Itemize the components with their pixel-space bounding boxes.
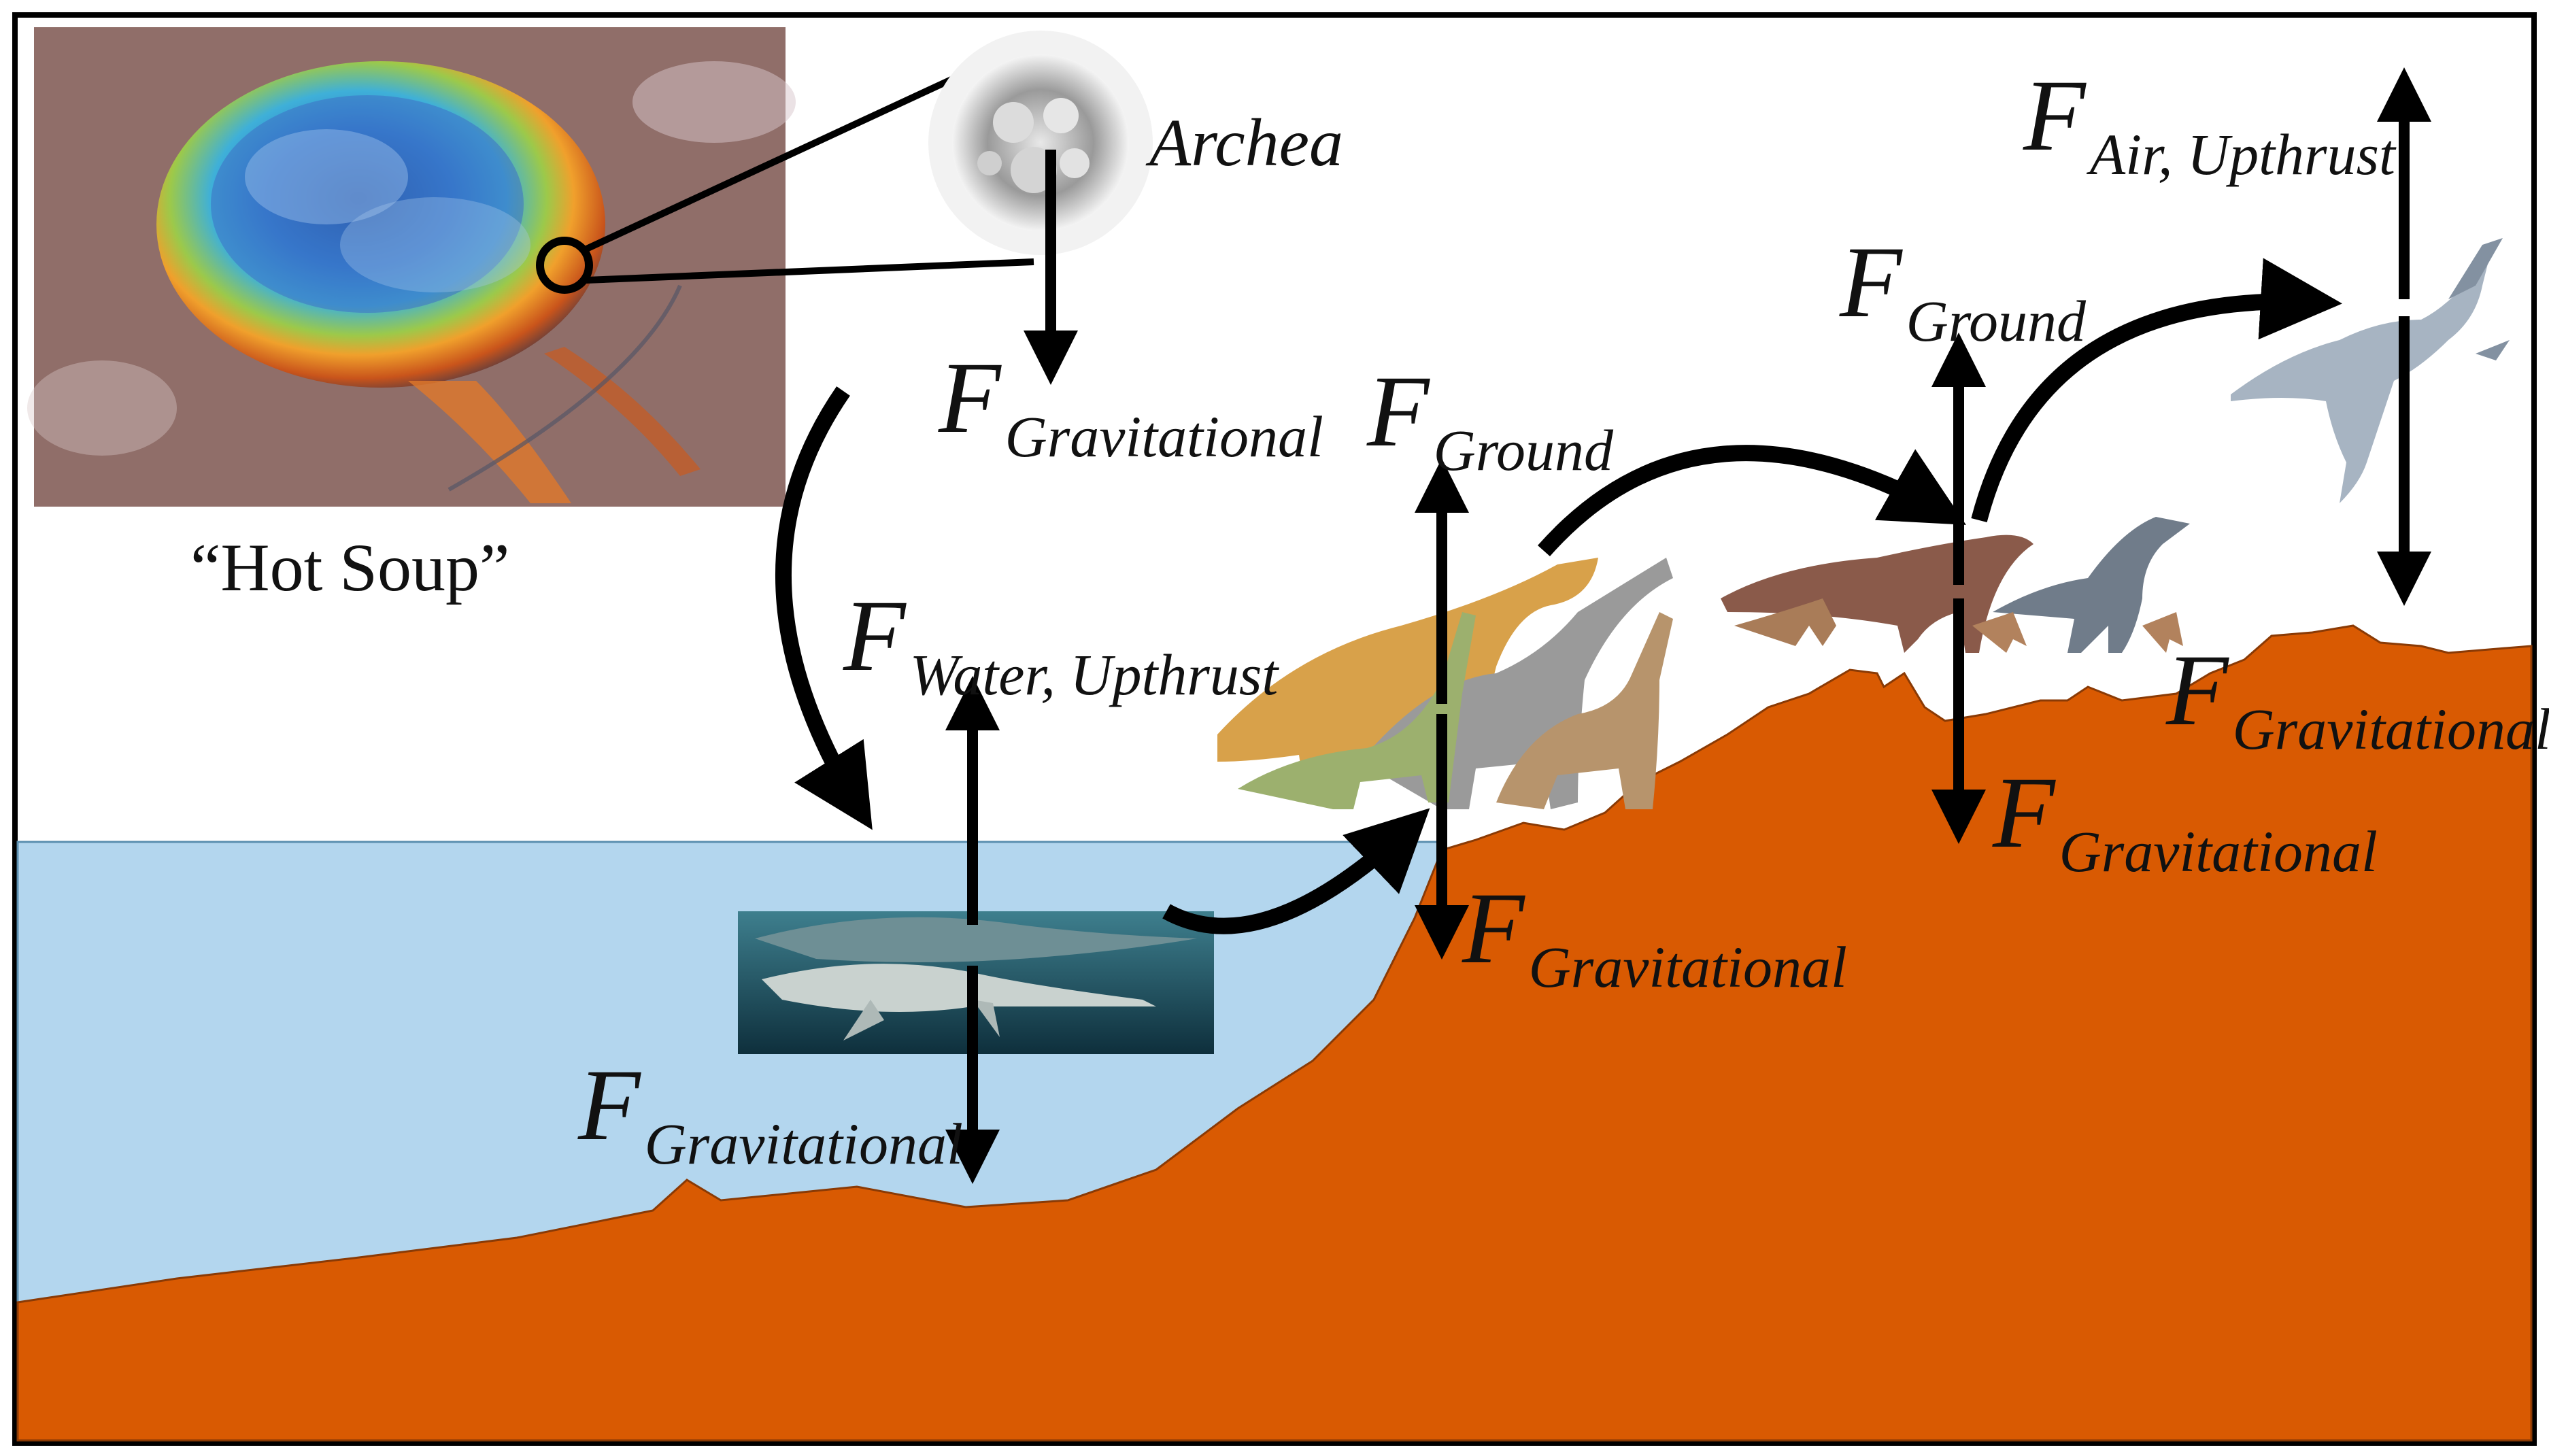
hot-soup-label: “Hot Soup” [190,530,510,605]
land-terrain [16,624,2533,1442]
force-label-bird-gravitational: FGravitational [2166,639,2549,758]
force-subscript: Ground [1433,418,1614,483]
force-symbol: F [1840,226,1902,339]
force-subscript: Gravitational [644,1111,963,1176]
force-subscript: Gravitational [2059,819,2378,884]
force-label-sauropod-gravitational: FGravitational [1462,877,1847,996]
force-subscript: Water, Upthrust [909,642,1279,707]
force-symbol: F [2166,634,2229,747]
force-label-sea-gravitational: FGravitational [578,1054,963,1173]
archea-cell-image [928,31,1153,255]
force-label-theropod-ground: FGround [1840,231,2086,350]
force-label-sauropod-ground: FGround [1367,360,1613,479]
force-label-archea-gravitational: FGravitational [939,347,1323,466]
flow-arrow-sauropod-to-theropod [1538,445,1966,556]
zoom-line-bottom [586,258,1034,284]
force-symbol: F [2023,59,2086,172]
force-label-theropod-gravitational: FGravitational [1993,762,2378,881]
force-symbol: F [1367,355,1430,468]
force-symbol: F [843,579,906,692]
force-label-water-upthrust: FWater, Upthrust [843,585,1278,704]
zoom-circle [536,237,593,294]
flow-arrow-soup-to-sea [775,386,873,830]
archea-label: Archea [1149,105,1344,180]
hot-spring-photo [27,27,796,507]
force-subscript: Gravitational [1528,934,1847,1000]
force-subscript: Gravitational [1005,404,1323,469]
force-symbol: F [1462,872,1525,985]
bird-image [2231,238,2510,503]
force-label-air-upthrust: FAir, Upthrust [2023,65,2395,184]
force-subscript: Gravitational [2232,696,2549,762]
flow-arrow-sea-to-land [1162,808,1430,934]
force-symbol: F [578,1049,641,1162]
force-subscript: Ground [1906,288,2087,354]
flow-arrow-theropod-to-bird [1971,258,2342,523]
force-subscript: Air, Upthrust [2089,122,2395,187]
force-symbol: F [1993,756,2055,869]
force-symbol: F [939,341,1001,454]
